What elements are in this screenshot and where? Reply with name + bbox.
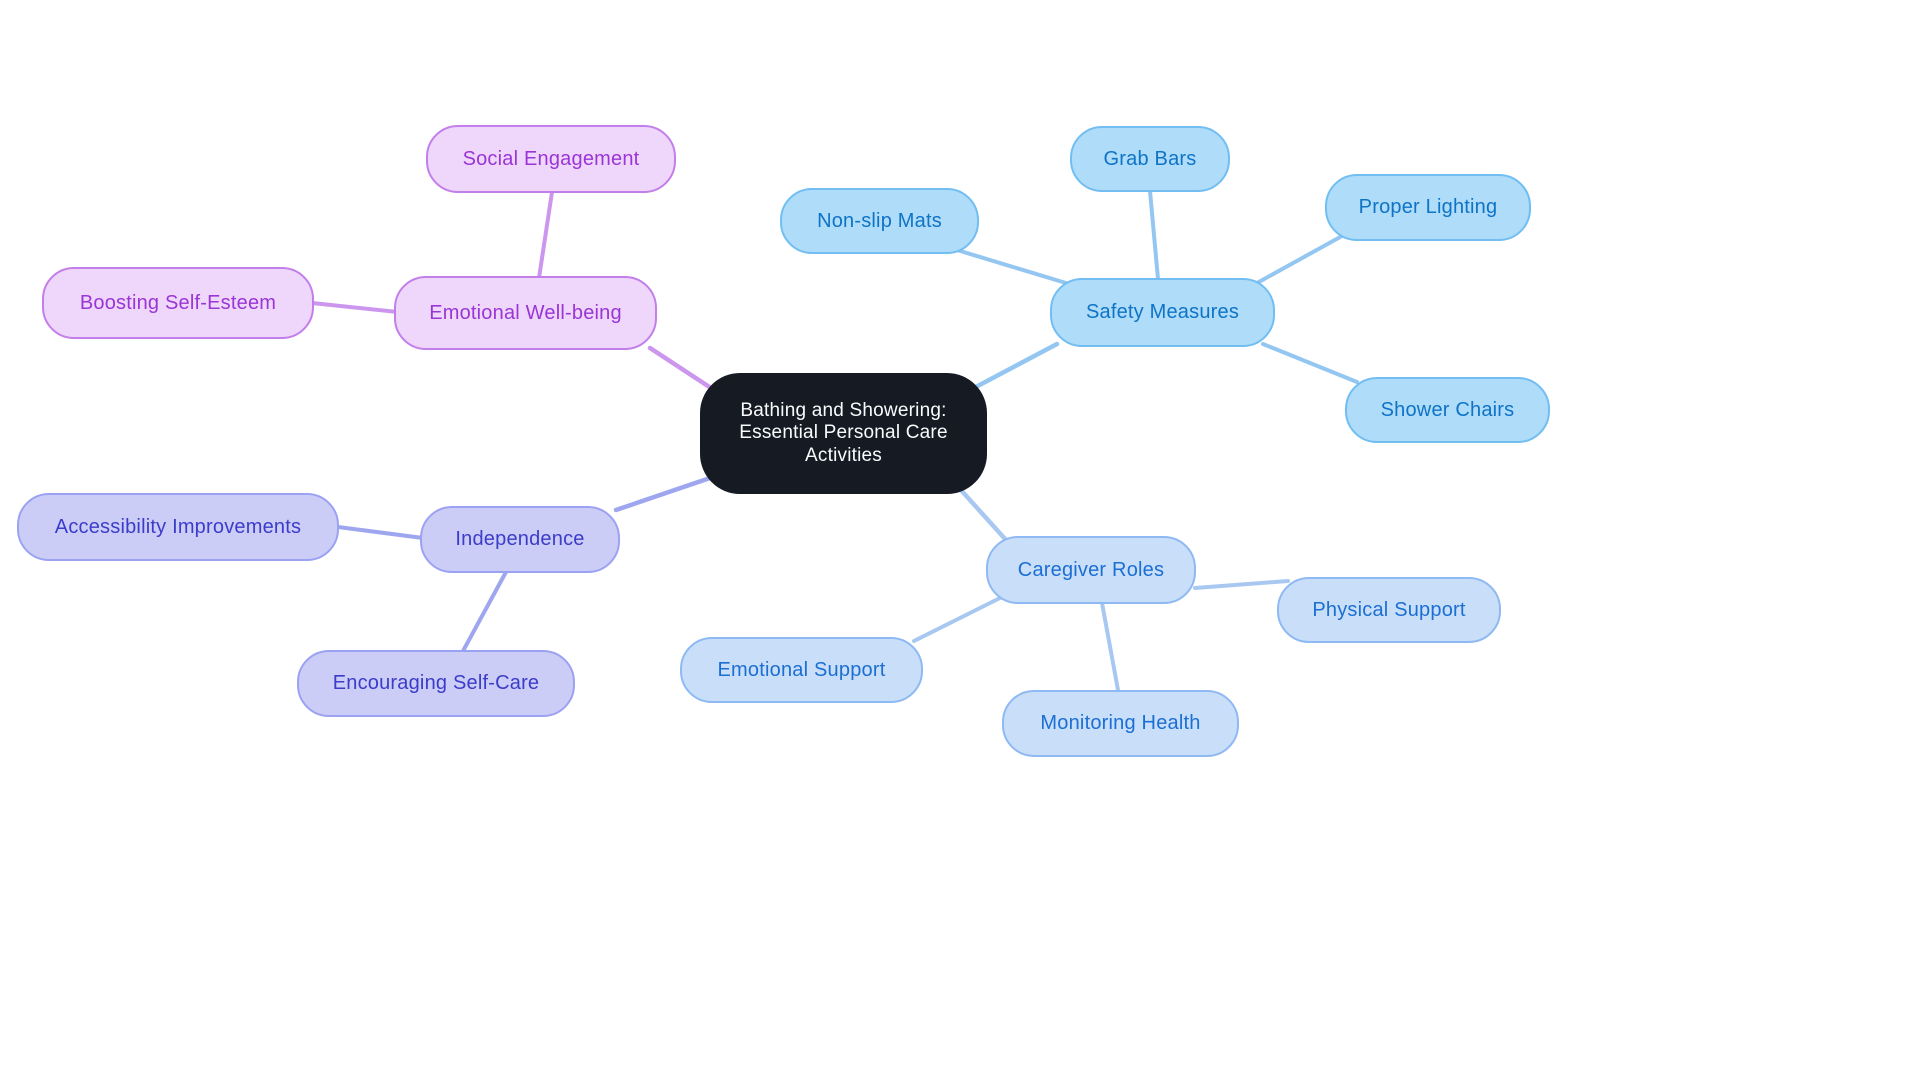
node-non-slip-mats[interactable]: Non-slip Mats — [780, 188, 979, 254]
edge-independence-encouraging-self-care — [461, 570, 508, 653]
node-physical-support[interactable]: Physical Support — [1277, 577, 1501, 643]
node-shower-chairs[interactable]: Shower Chairs — [1345, 377, 1550, 443]
node-label: Independence — [455, 528, 585, 550]
edge-safety-measures-non-slip-mats — [955, 248, 1068, 285]
node-label: Physical Support — [1312, 598, 1466, 621]
edge-emotional-well-being-boosting-self-esteem — [310, 301, 400, 314]
edge-safety-measures-proper-lighting — [1255, 234, 1344, 285]
edge-emotional-well-being-social-engagement — [537, 190, 554, 280]
node-label: Social Engagement — [462, 147, 640, 170]
node-grab-bars[interactable]: Grab Bars — [1070, 126, 1230, 192]
node-label: Emotional Well-being — [429, 301, 622, 324]
node-label: Encouraging Self-Care — [332, 672, 540, 694]
node-label: Shower Chairs — [1380, 398, 1515, 421]
central-topic-label: Bathing and Showering: Essential Persona… — [739, 399, 948, 466]
node-emotional-support[interactable]: Emotional Support — [680, 637, 923, 703]
edge-safety-measures-shower-chairs — [1261, 342, 1359, 384]
node-label: Safety Measures — [1085, 301, 1240, 323]
node-monitoring-health[interactable]: Monitoring Health — [1002, 690, 1239, 757]
edge-independence-accessibility-improvements — [336, 525, 425, 540]
node-emotional-well-being[interactable]: Emotional Well-being — [394, 276, 657, 350]
node-caregiver-roles[interactable]: Caregiver Roles — [986, 536, 1196, 604]
node-label: Emotional Support — [717, 658, 886, 681]
edge-caregiver-roles-physical-support — [1193, 579, 1290, 590]
edge-central-caregiver-roles — [957, 486, 1009, 543]
edge-central-safety-measures — [969, 341, 1060, 392]
node-label: Proper Lighting — [1358, 196, 1498, 218]
node-label: Grab Bars — [1103, 147, 1197, 170]
node-label: Monitoring Health — [1040, 712, 1201, 734]
node-proper-lighting[interactable]: Proper Lighting — [1325, 174, 1531, 241]
node-accessibility-improvements[interactable]: Accessibility Improvements — [17, 493, 339, 561]
edge-caregiver-roles-monitoring-health — [1100, 601, 1120, 692]
node-label: Boosting Self-Esteem — [79, 291, 277, 314]
edge-caregiver-roles-emotional-support — [912, 595, 1004, 643]
node-boosting-self-esteem[interactable]: Boosting Self-Esteem — [42, 267, 314, 339]
node-social-engagement[interactable]: Social Engagement — [426, 125, 676, 193]
node-independence[interactable]: Independence — [420, 506, 620, 573]
node-label: Non-slip Mats — [817, 209, 942, 232]
node-encouraging-self-care[interactable]: Encouraging Self-Care — [297, 650, 575, 717]
node-label: Accessibility Improvements — [54, 515, 302, 538]
node-label: Caregiver Roles — [1017, 558, 1165, 581]
edge-safety-measures-grab-bars — [1148, 189, 1160, 281]
edge-central-emotional-well-being — [647, 345, 717, 393]
edge-central-independence — [613, 474, 716, 513]
node-central-topic[interactable]: Bathing and Showering: Essential Persona… — [700, 373, 987, 494]
node-safety-measures[interactable]: Safety Measures — [1050, 278, 1275, 347]
